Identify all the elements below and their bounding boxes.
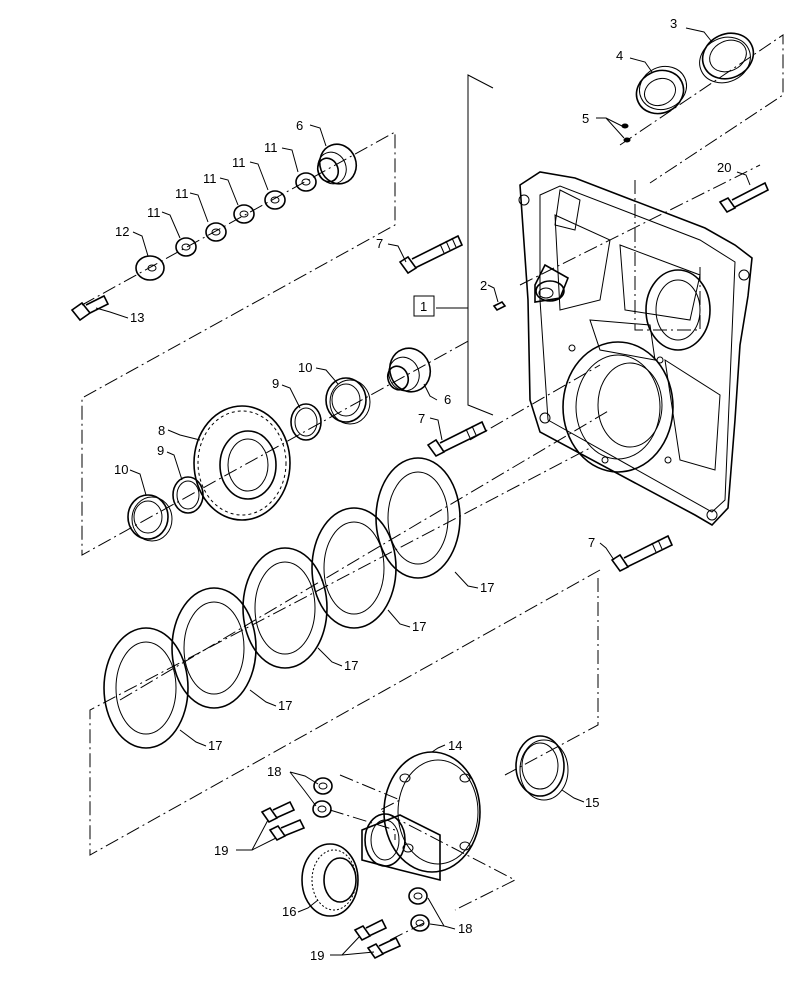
washers-18 [312, 777, 430, 932]
snap-ring-9-upper [290, 403, 322, 441]
callout-7-middle: 7 [418, 411, 425, 426]
callout-11-e: 11 [147, 205, 161, 220]
bearing-cup-10-lower [127, 494, 173, 542]
gear-housing-plate [518, 171, 753, 527]
key-2 [492, 300, 507, 312]
callout-20: 20 [717, 160, 731, 175]
oil-seal-4 [635, 65, 687, 115]
callout-17-e: 17 [208, 738, 222, 753]
callout-16: 16 [282, 904, 296, 919]
leader-lines [95, 27, 751, 956]
callout-2: 2 [480, 278, 487, 293]
callout-15: 15 [585, 795, 599, 810]
callout-11-a: 11 [264, 140, 278, 155]
callout-17-b: 17 [412, 619, 426, 634]
dowel-pins-5 [621, 123, 631, 143]
callout-5: 5 [582, 111, 589, 126]
callout-6-lower: 6 [444, 392, 451, 407]
gaskets-17 [103, 457, 461, 749]
callout-11-c: 11 [203, 171, 217, 186]
bolts-19 [260, 800, 402, 960]
callout-10-lower: 10 [114, 462, 128, 477]
snap-ring-9-lower [172, 476, 204, 514]
callout-14: 14 [448, 738, 462, 753]
callout-labels: 1 2 3 4 5 6 6 7 7 7 8 9 9 10 10 11 11 11… [114, 16, 731, 963]
shim-washers-11 [175, 172, 317, 257]
callout-18-upper: 18 [267, 764, 281, 779]
callout-11-b: 11 [232, 155, 246, 170]
seal-ring-3 [699, 32, 755, 84]
bolt-13 [70, 294, 110, 322]
callout-3: 3 [670, 16, 677, 31]
assembly-bracket [436, 74, 494, 416]
callout-13: 13 [130, 310, 144, 325]
bolt-7-upper [398, 234, 464, 275]
callout-7-lower: 7 [588, 535, 595, 550]
callout-18-lower: 18 [458, 921, 472, 936]
bearing-cup-15 [515, 735, 569, 801]
thrust-washer-12 [135, 255, 165, 281]
callout-17-a: 17 [480, 580, 494, 595]
bearing-6-upper [316, 143, 358, 185]
bearing-16 [301, 843, 359, 917]
bearing-cup-10-upper [325, 377, 371, 425]
callout-17-d: 17 [278, 698, 292, 713]
callout-1: 1 [420, 299, 427, 314]
callout-4: 4 [616, 48, 623, 63]
callout-12: 12 [115, 224, 129, 239]
callout-11-d: 11 [175, 186, 189, 201]
assembly-centerlines [81, 34, 784, 941]
callout-19-upper: 19 [214, 843, 228, 858]
bolt-7-middle [426, 420, 488, 458]
bolt-7-lower [610, 534, 674, 573]
bolt-20 [718, 181, 770, 214]
bearing-6-lower [386, 347, 432, 393]
hub-14 [361, 751, 481, 882]
callout-9-upper: 9 [272, 376, 279, 391]
callout-19-lower: 19 [310, 948, 324, 963]
gear-8 [193, 405, 291, 521]
callout-7-upper: 7 [376, 236, 383, 251]
callout-9-lower: 9 [157, 443, 164, 458]
callout-8: 8 [158, 423, 165, 438]
callout-box-1 [413, 295, 435, 317]
callout-6-upper: 6 [296, 118, 303, 133]
callout-10-upper: 10 [298, 360, 312, 375]
callout-17-c: 17 [344, 658, 358, 673]
